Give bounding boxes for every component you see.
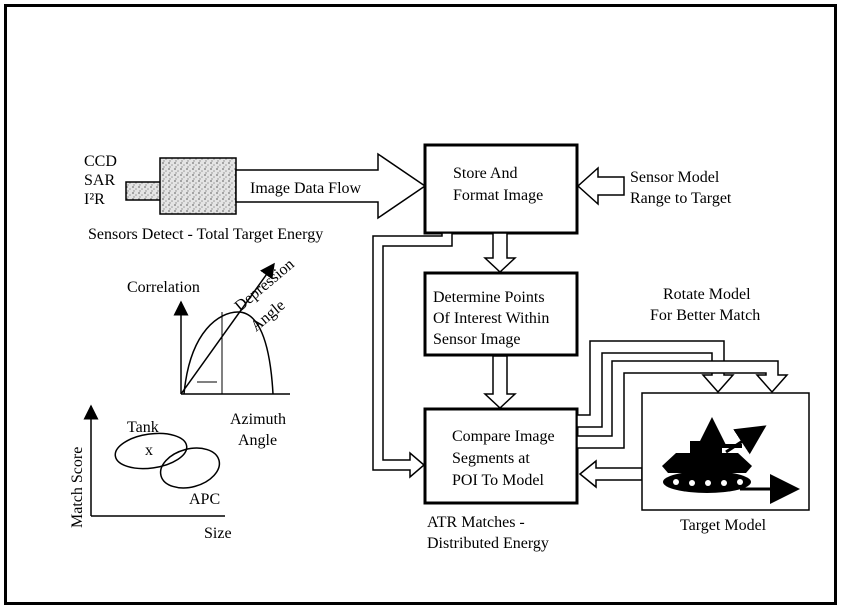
rotate-line-1: Rotate Model <box>663 286 751 303</box>
image-data-flow-label: Image Data Flow <box>250 180 362 197</box>
store-line-1: Store And <box>453 165 517 182</box>
store-to-compare-bypass-arrow <box>372 232 453 479</box>
correlation-curve <box>183 311 274 395</box>
sensor-model-line-1: Sensor Model <box>630 169 720 186</box>
sensor-model-arrow <box>576 166 625 206</box>
sensor-i2r: I²R <box>84 191 105 208</box>
store-format-box <box>423 143 579 235</box>
size-xlabel: Size <box>204 525 232 542</box>
depression-label-1: Depression <box>232 256 298 315</box>
target-model-box <box>641 392 810 511</box>
sensors-caption: Sensors Detect - Total Target Energy <box>88 226 323 243</box>
axis-diagonal-arrow <box>725 425 767 455</box>
sensor-ccd: CCD <box>84 153 117 170</box>
compare-line-2: Segments at <box>452 450 530 467</box>
poi-line-1: Determine Points <box>433 289 545 306</box>
tank-label: Tank <box>127 419 159 436</box>
atr-line-1: ATR Matches - <box>427 514 525 531</box>
poi-box <box>423 271 579 357</box>
poi-line-3: Sensor Image <box>433 331 521 348</box>
apc-ellipse <box>159 447 221 489</box>
image-data-flow-arrow <box>235 152 427 220</box>
sensor-sar: SAR <box>84 172 115 189</box>
atr-line-2: Distributed Energy <box>427 535 549 552</box>
sensor-body <box>159 157 237 215</box>
sensor-model-line-2: Range to Target <box>630 190 732 207</box>
rotate-line-2: For Better Match <box>650 307 760 324</box>
azimuth-label-1: Azimuth <box>230 411 286 428</box>
feedback-inner-arrow <box>576 340 735 428</box>
apc-label: APC <box>189 491 220 508</box>
azimuth-label-2: Angle <box>238 432 277 449</box>
diagram-frame <box>4 4 837 605</box>
match-score-plot: Match Score Size Tank x APC <box>69 404 232 542</box>
compare-line-3: POI To Model <box>452 472 544 489</box>
feedback-outer-arrow <box>576 360 789 449</box>
poi-to-compare-arrow <box>483 355 517 410</box>
tank-marker: x <box>145 442 153 459</box>
tank-icon <box>662 441 752 493</box>
target-model-caption: Target Model <box>680 517 767 534</box>
sensor-lens <box>125 181 163 201</box>
tank-ellipse <box>114 432 188 470</box>
compare-line-1: Compare Image <box>452 428 555 445</box>
compare-box <box>423 407 579 505</box>
store-to-poi-arrow <box>483 232 517 274</box>
match-score-ylabel: Match Score <box>69 447 86 528</box>
poi-line-2: Of Interest Within <box>433 310 549 327</box>
store-line-2: Format Image <box>453 187 543 204</box>
model-to-compare-arrow <box>578 459 643 489</box>
correlation-ylabel: Correlation <box>127 279 200 296</box>
